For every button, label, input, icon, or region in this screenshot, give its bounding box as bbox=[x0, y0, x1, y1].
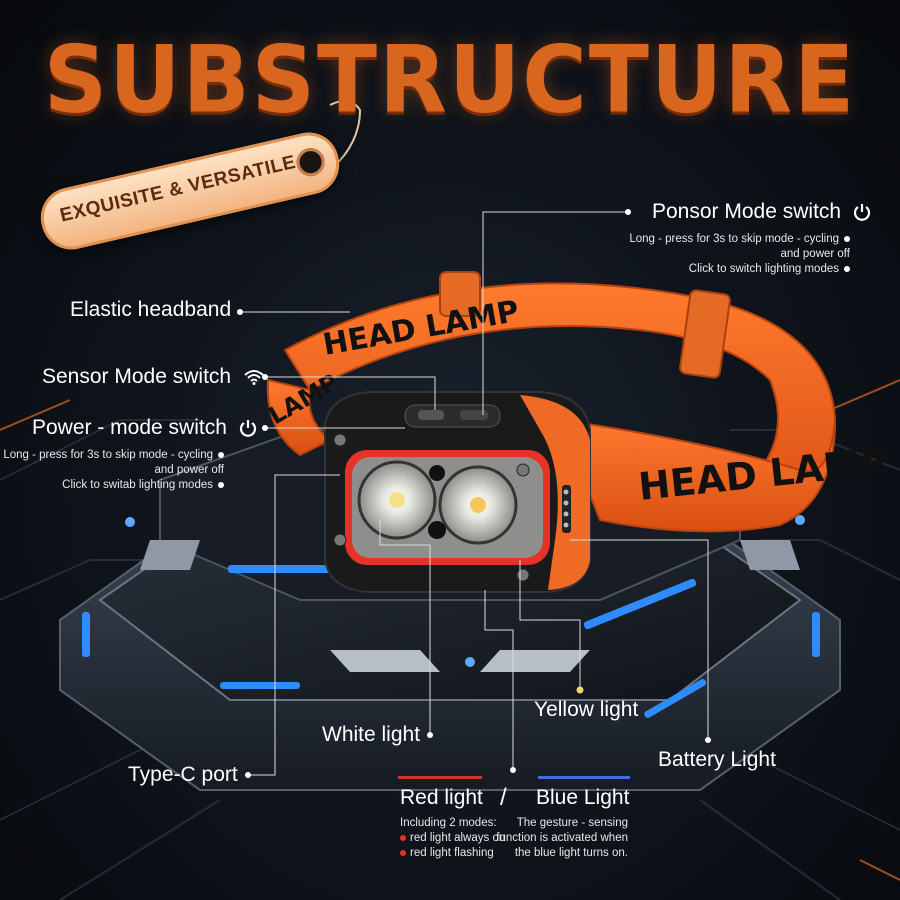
blue-glow-strip bbox=[82, 612, 90, 657]
white-light-label: White light bbox=[322, 723, 421, 746]
battery-light-label: Battery Light bbox=[658, 748, 776, 771]
power-desc-line1: Long - press for 3s to skip mode - cycli… bbox=[3, 449, 213, 461]
type-c-port-label: Type-C port bbox=[128, 763, 238, 786]
slash-separator: / bbox=[500, 784, 507, 811]
ponsor-mode-desc: Long - press for 3s to skip mode - cycli… bbox=[610, 232, 850, 277]
wifi-icon bbox=[244, 370, 264, 386]
power-mode-label: Power - mode switch bbox=[32, 416, 257, 440]
red-light-mode2: red light flashing bbox=[410, 847, 494, 859]
ponsor-mode-title: Ponsor Mode switch bbox=[652, 200, 842, 223]
power-mode-title: Power - mode switch bbox=[32, 416, 227, 439]
ponsor-desc-line1: Long - press for 3s to skip mode - cycli… bbox=[629, 233, 839, 245]
power-desc-line2: and power off bbox=[154, 464, 224, 476]
orange-accent-lines bbox=[0, 379, 900, 881]
blue-light-line1: The gesture - sensing bbox=[516, 817, 628, 829]
blue-glow-strip bbox=[644, 678, 707, 718]
blue-light-line3: the blue light turns on. bbox=[514, 847, 628, 859]
blue-light-rule bbox=[538, 776, 630, 779]
ponsor-desc-line3: Click to switch lighting modes bbox=[688, 263, 839, 275]
yellow-light-label: Yellow light bbox=[534, 698, 639, 721]
red-light-intro: Including 2 modes: bbox=[400, 817, 497, 829]
red-light-title: Red light bbox=[400, 786, 483, 809]
circuit-lines bbox=[0, 419, 900, 900]
power-icon bbox=[853, 204, 871, 222]
power-icon bbox=[239, 420, 256, 438]
blue-light-title: Blue Light bbox=[536, 786, 630, 809]
ponsor-desc-line2: and power off bbox=[780, 248, 850, 260]
blue-light-desc: The gesture - sensing function is activa… bbox=[480, 816, 628, 861]
sensor-mode-label: Sensor Mode switch bbox=[42, 365, 265, 389]
red-light-rule bbox=[398, 776, 482, 779]
ponsor-mode-label: Ponsor Mode switch bbox=[652, 200, 871, 224]
blue-glow-strip bbox=[583, 578, 697, 630]
blue-glow-strip bbox=[220, 682, 300, 689]
red-light-desc: Including 2 modes: red light always on r… bbox=[400, 816, 505, 861]
callout-lines bbox=[240, 211, 709, 776]
elastic-headband-label: Elastic headband bbox=[70, 298, 232, 321]
power-mode-desc: Long - press for 3s to skip mode - cycli… bbox=[2, 448, 224, 493]
lamp-body bbox=[324, 391, 591, 593]
tag-hole bbox=[293, 145, 328, 179]
sensor-mode-title: Sensor Mode switch bbox=[42, 365, 232, 388]
red-light-mode1: red light always on bbox=[410, 832, 506, 844]
page-title: SUBSTRUCTURE bbox=[43, 25, 857, 134]
power-desc-line3: Click to switab lighting modes bbox=[62, 479, 213, 491]
blue-glow-strip bbox=[812, 612, 820, 657]
blue-light-line2: function is activated when bbox=[496, 832, 628, 844]
